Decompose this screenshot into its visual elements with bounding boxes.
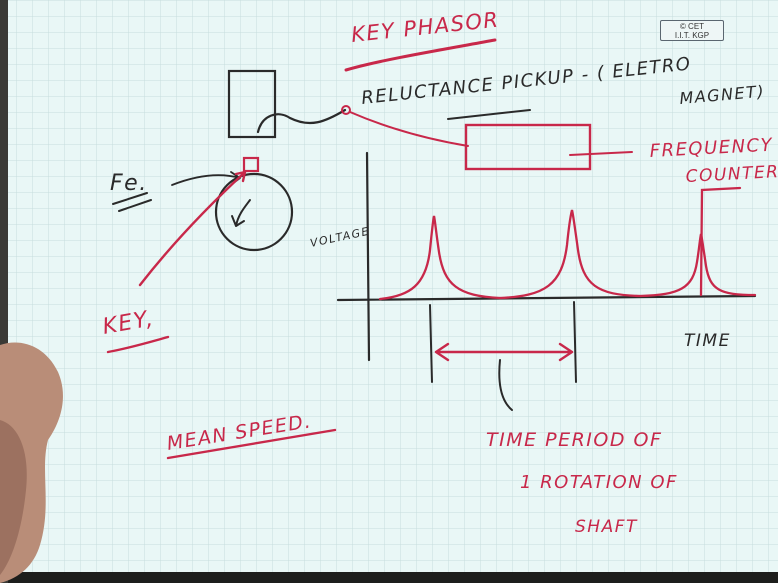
copyright-badge: © CET I.I.T. KGP [660,20,724,41]
badge-line2: I.I.T. KGP [661,31,723,40]
period-label-line3: SHAFT [575,517,638,537]
period-label-line1: TIME PERIOD OF [486,429,662,451]
badge-line1: © CET [661,22,723,31]
time-axis-label: TIME [684,331,731,351]
fe-label: Fe. [110,171,148,196]
period-label-line2: 1 ROTATION OF [520,472,678,493]
bottom-edge [0,572,778,583]
